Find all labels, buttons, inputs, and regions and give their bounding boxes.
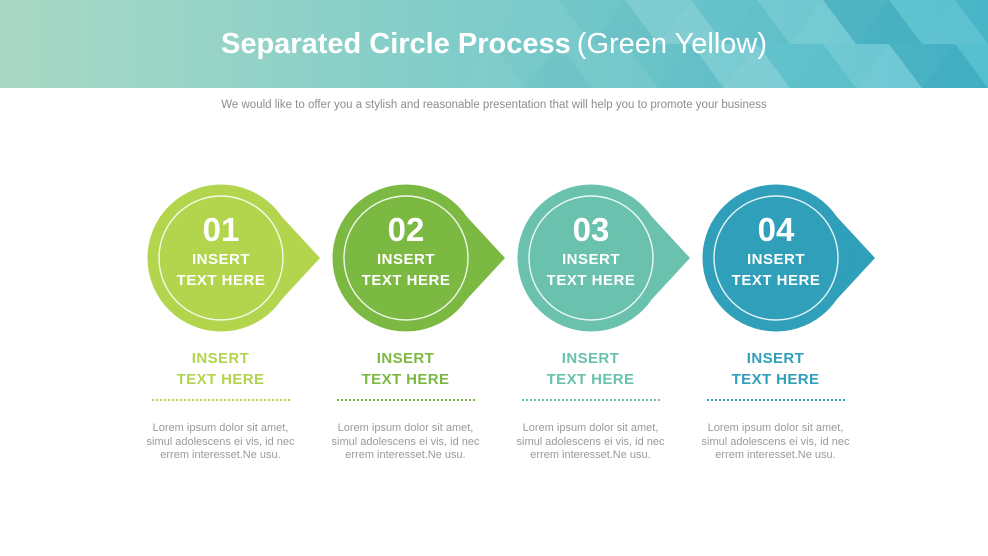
step-circle-line1: INSERT <box>377 251 435 268</box>
step-circle-line2: TEXT HERE <box>547 272 636 289</box>
teardrop-shape-icon: 01 INSERT TEXT HERE <box>147 184 320 332</box>
step-circle-line1: INSERT <box>562 251 620 268</box>
step-label-line1: INSERT <box>376 350 435 367</box>
step-label: INSERT TEXT HERE <box>128 348 313 390</box>
title-sub: (Green Yellow) <box>576 28 768 60</box>
step-label-line2: TEXT HERE <box>546 371 635 388</box>
step-label-line2: TEXT HERE <box>731 371 820 388</box>
step-circle-line1: INSERT <box>747 251 805 268</box>
step-label: INSERT TEXT HERE <box>498 348 683 390</box>
step-label-line1: INSERT <box>746 350 805 367</box>
step-label-line1: INSERT <box>561 350 620 367</box>
dotted-divider <box>521 399 660 401</box>
process-step-3: 03 INSERT TEXT HERE INSERT TEXT HERE Lor… <box>498 183 690 463</box>
step-label: INSERT TEXT HERE <box>313 348 498 390</box>
step-description: Lorem ipsum dolor sit amet, simul adoles… <box>516 422 665 461</box>
step-description: Lorem ipsum dolor sit amet, simul adoles… <box>701 422 850 461</box>
dotted-divider <box>151 399 290 401</box>
page-title: Separated Circle Process(Green Yellow) <box>0 0 988 88</box>
title-main: Separated Circle Process <box>220 28 571 60</box>
step-number: 01 <box>203 211 240 248</box>
teardrop-shape-icon: 03 INSERT TEXT HERE <box>517 184 690 332</box>
step-number: 04 <box>758 211 795 248</box>
subtitle-text: We would like to offer you a stylish and… <box>221 99 767 111</box>
dotted-divider <box>706 399 845 401</box>
step-circle-line2: TEXT HERE <box>362 272 451 289</box>
process-step-2: 02 INSERT TEXT HERE INSERT TEXT HERE Lor… <box>313 183 505 463</box>
process-steps: 01 INSERT TEXT HERE INSERT TEXT HERE Lor… <box>128 183 875 463</box>
step-description: Lorem ipsum dolor sit amet, simul adoles… <box>146 422 295 461</box>
step-label-line1: INSERT <box>191 350 250 367</box>
step-label-line2: TEXT HERE <box>361 371 450 388</box>
process-step-4: 04 INSERT TEXT HERE INSERT TEXT HERE Lor… <box>683 183 875 463</box>
header-banner: Separated Circle Process(Green Yellow) <box>0 0 988 88</box>
step-label: INSERT TEXT HERE <box>683 348 868 390</box>
step-circle-line1: INSERT <box>192 251 250 268</box>
teardrop-shape-icon: 02 INSERT TEXT HERE <box>332 184 505 332</box>
step-circle-line2: TEXT HERE <box>732 272 821 289</box>
step-description: Lorem ipsum dolor sit amet, simul adoles… <box>331 422 480 461</box>
step-number: 03 <box>573 211 610 248</box>
dotted-divider <box>336 399 475 401</box>
step-number: 02 <box>388 211 425 248</box>
step-circle-line2: TEXT HERE <box>177 272 266 289</box>
teardrop-shape-icon: 04 INSERT TEXT HERE <box>702 184 875 332</box>
process-step-1: 01 INSERT TEXT HERE INSERT TEXT HERE Lor… <box>128 183 320 463</box>
step-label-line2: TEXT HERE <box>176 371 265 388</box>
